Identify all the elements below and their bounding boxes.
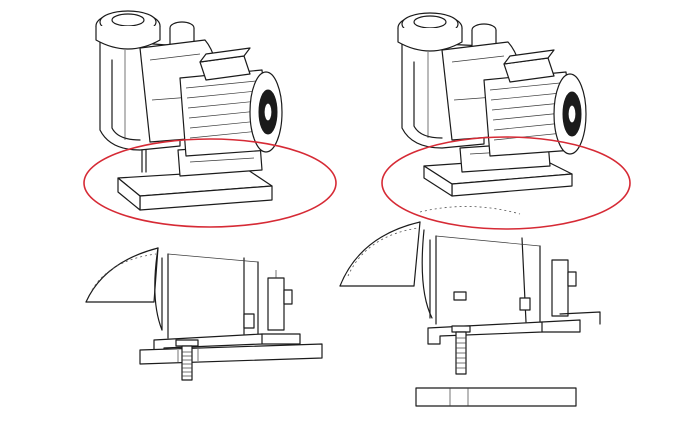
bracket-detail-right-icon: [339, 206, 601, 407]
bolt-right-icon: [455, 331, 467, 375]
highlight-ring-right: [381, 136, 631, 230]
detached-base-plate: [415, 387, 577, 407]
pump-right-icon: [397, 12, 587, 197]
pump-left-icon: [95, 10, 283, 211]
highlight-ring-left: [83, 138, 337, 228]
base-plate-left: [117, 169, 273, 211]
bolt-left-icon: [181, 345, 193, 381]
bracket-detail-left-icon: [85, 247, 323, 381]
